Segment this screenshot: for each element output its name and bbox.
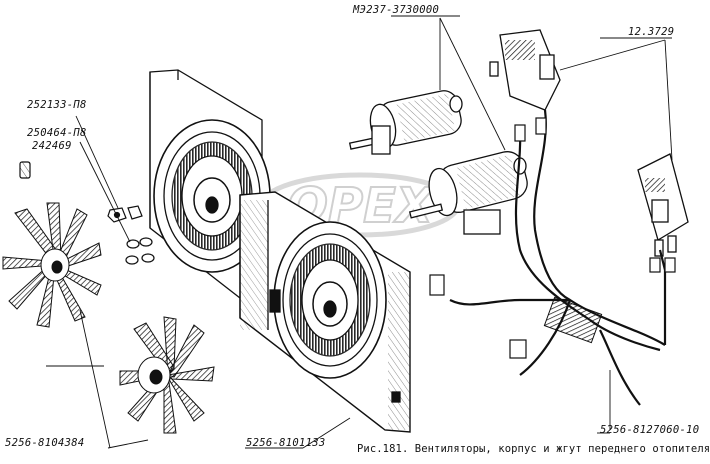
label-impeller-part: 5256-8104384 — [5, 437, 85, 449]
label-harness-part: 5256-8127060-10 — [600, 424, 700, 436]
label-motor-part: МЭ237-3730000 — [353, 4, 440, 16]
fan-motor-lower — [408, 151, 528, 235]
switch-upper — [489, 29, 561, 111]
label-housing-part: 5256-8101133 — [246, 437, 326, 449]
fan-motor-upper — [348, 90, 463, 155]
fan-housing — [149, 69, 411, 433]
leader-lines — [46, 15, 673, 449]
figure-caption: Рис.181. Вентиляторы, корпус и жгут пере… — [357, 443, 710, 455]
label-nut-part: 252133-П8 — [27, 99, 87, 111]
label-washer2-part: 242469 — [32, 140, 72, 152]
wiring-harness — [429, 109, 676, 406]
impeller-upper — [2, 202, 102, 328]
label-washer-part: 250464-П8 — [27, 127, 87, 139]
impeller-lower — [119, 316, 215, 434]
label-switch-part: 12.3729 — [628, 26, 675, 38]
fasteners — [19, 161, 155, 265]
switch-lower — [637, 153, 689, 257]
